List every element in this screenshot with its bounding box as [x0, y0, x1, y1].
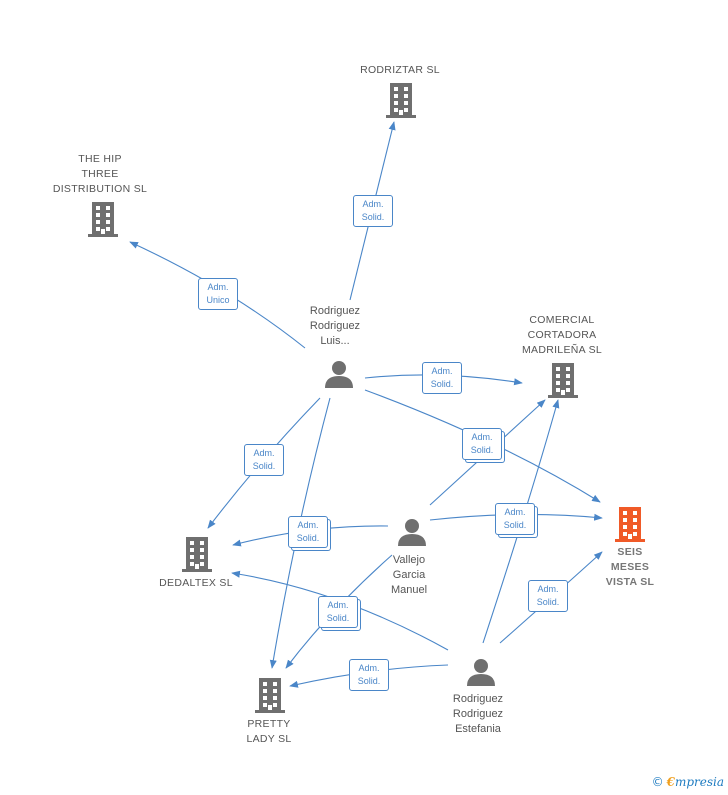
label-line: THE HIP — [78, 153, 122, 165]
edge-label-line: Solid. — [536, 597, 560, 607]
label-line: Rodriguez — [452, 708, 504, 720]
label-line: Rodriguez — [452, 693, 504, 705]
edge-label-adm-solid: Adm. Solid. — [422, 362, 462, 394]
label-line: THREE — [81, 168, 119, 180]
edge-label-line: Adm. — [431, 366, 453, 376]
copyright-symbol: © — [651, 775, 664, 789]
person-icon — [398, 519, 426, 546]
edge-label-adm-solid: Adm. Solid. — [462, 428, 502, 460]
edge-label-line: Solid. — [296, 533, 320, 543]
label-line: Rodriguez — [309, 320, 361, 332]
label-line: LADY SL — [246, 733, 292, 745]
edge-label-line: Solid. — [357, 676, 381, 686]
brand-logo: ©€mpresia — [652, 775, 724, 789]
edge-label-line: Adm. — [297, 520, 319, 530]
label-line: VISTA SL — [605, 576, 655, 588]
edge-label-line: Adm. — [362, 199, 384, 209]
edge-label-line: Solid. — [252, 461, 276, 471]
edge-label-line: Solid. — [503, 520, 527, 530]
label-line: RODRIZTAR SL — [360, 64, 440, 76]
edge-label-adm-solid: Adm. Solid. — [353, 195, 393, 227]
label-line: Garcia — [392, 569, 426, 581]
label-line: MESES — [610, 561, 650, 573]
edge-label-adm-solid: Adm. Solid. — [349, 659, 389, 691]
company-label-rodriztar[interactable]: RODRIZTAR SL — [340, 63, 460, 78]
edge-label-adm-solid: Adm. Solid. — [528, 580, 568, 612]
building-icon — [182, 537, 212, 572]
edge-label-line: Adm. — [327, 600, 349, 610]
label-line: Rodriguez — [309, 305, 361, 317]
edge-label-line: Solid. — [470, 445, 494, 455]
edge-label-line: Adm. — [504, 507, 526, 517]
edge-label-line: Adm. — [358, 663, 380, 673]
edge-label-line: Solid. — [326, 613, 350, 623]
person-label-estefania[interactable]: Rodriguez Rodriguez Estefania — [418, 692, 538, 737]
label-line: Estefania — [455, 723, 501, 735]
label-line: COMERCIAL — [529, 314, 595, 326]
company-label-seis[interactable]: SEIS MESES VISTA SL — [590, 545, 670, 590]
edge-label-line: Adm. — [207, 282, 229, 292]
company-label-pretty[interactable]: PRETTY LADY SL — [209, 717, 329, 747]
label-line: MADRILEÑA SL — [521, 344, 603, 356]
building-icon — [615, 507, 645, 542]
edge-label-adm-unico: Adm. Unico — [198, 278, 238, 310]
label-line: DEDALTEX SL — [159, 577, 233, 589]
company-label-dedaltex[interactable]: DEDALTEX SL — [136, 576, 256, 591]
building-icon — [255, 678, 285, 713]
edge-label-line: Adm. — [471, 432, 493, 442]
label-line: CORTADORA — [527, 329, 597, 341]
edge-label-adm-solid: Adm. Solid. — [288, 516, 328, 548]
label-line: DISTRIBUTION SL — [52, 183, 148, 195]
label-line: Manuel — [390, 584, 428, 596]
edge-label-line: Adm. — [537, 584, 559, 594]
edge-label-line: Solid. — [361, 212, 385, 222]
building-icon — [386, 83, 416, 118]
company-label-comercial[interactable]: COMERCIAL CORTADORA MADRILEÑA SL — [502, 313, 622, 358]
brand-name: mpresia — [674, 775, 724, 789]
person-label-vallejo[interactable]: Vallejo Garcia Manuel — [349, 553, 469, 598]
building-icon — [548, 363, 578, 398]
label-line: Luis... — [320, 335, 350, 347]
edge-label-adm-solid: Adm. Solid. — [318, 596, 358, 628]
person-icon — [467, 659, 495, 686]
label-line: SEIS — [617, 546, 643, 558]
edge-label-adm-solid: Adm. Solid. — [495, 503, 535, 535]
brand-e-glyph: € — [666, 775, 675, 789]
building-icon — [88, 202, 118, 237]
person-icon — [325, 361, 353, 388]
edge-label-adm-solid: Adm. Solid. — [244, 444, 284, 476]
company-label-thehip[interactable]: THE HIP THREE DISTRIBUTION SL — [40, 152, 160, 197]
label-line: PRETTY — [247, 718, 291, 730]
edge-label-line: Solid. — [430, 379, 454, 389]
edge-label-line: Adm. — [253, 448, 275, 458]
edge-label-line: Unico — [206, 295, 230, 305]
label-line: Vallejo — [392, 554, 426, 566]
person-label-luis[interactable]: Rodriguez Rodriguez Luis... — [275, 304, 395, 349]
